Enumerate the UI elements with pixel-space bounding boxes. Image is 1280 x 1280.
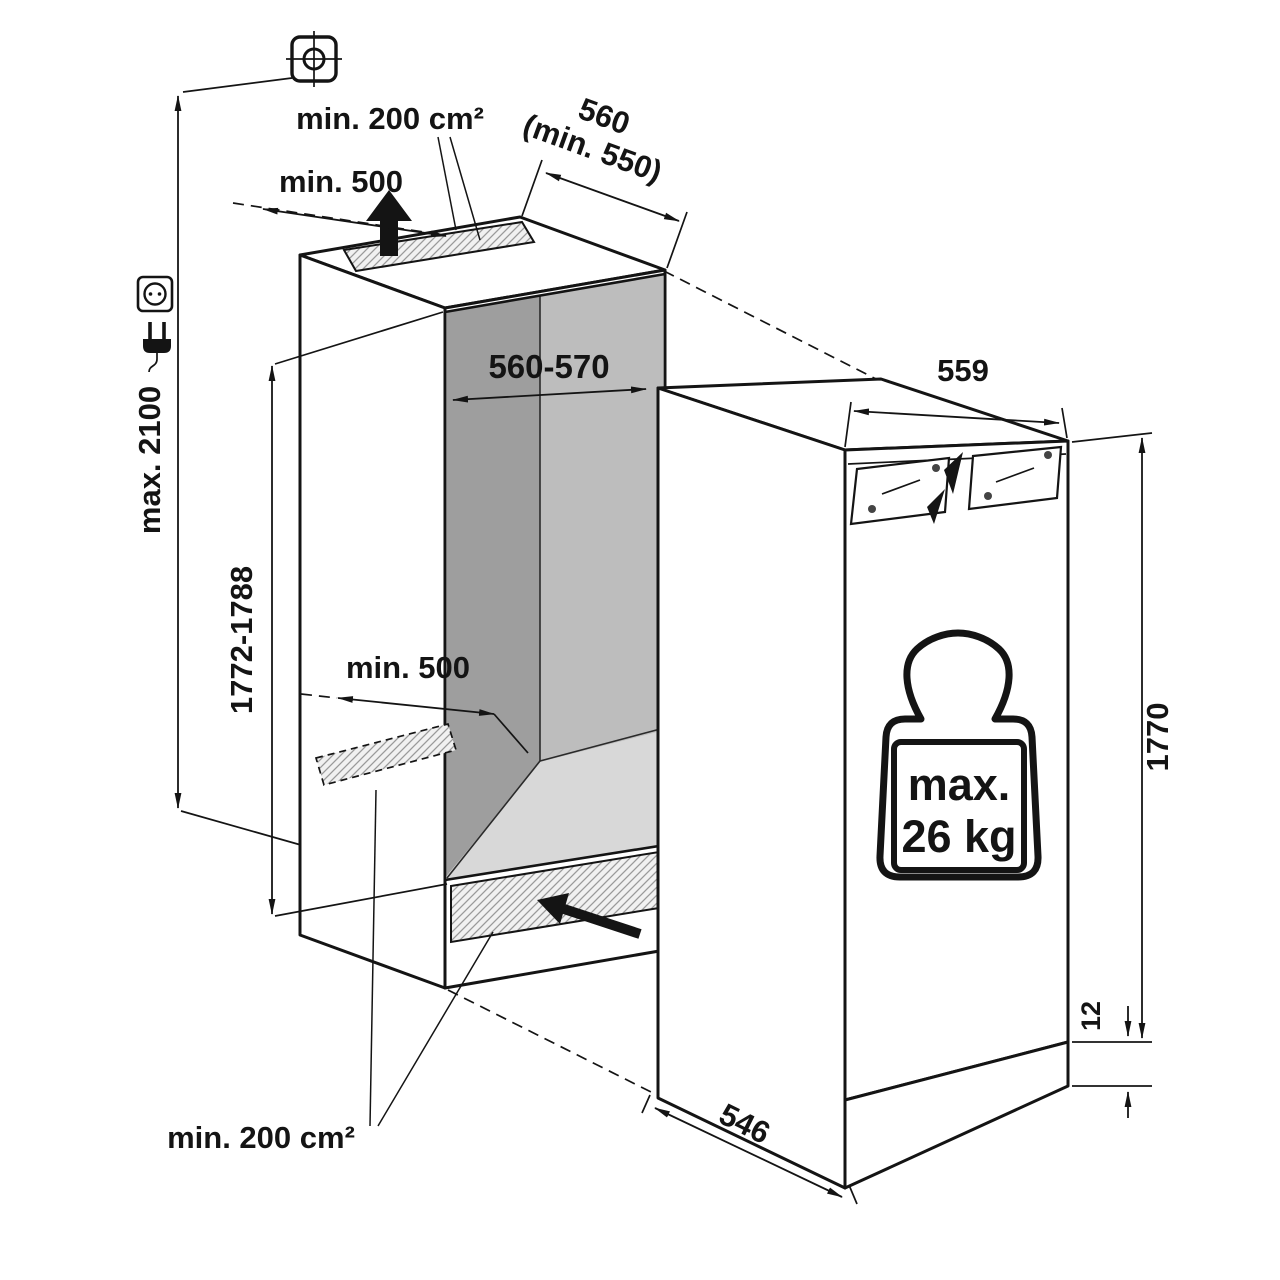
appliance-height-label: 1770 — [1140, 703, 1175, 772]
top-ventilation-grille — [342, 220, 536, 273]
depth-top-label: 560 (min. 550) — [519, 91, 667, 189]
niche-width-label: 560-570 — [488, 348, 609, 385]
power-socket-icon — [136, 275, 174, 313]
ceiling-height-label: max. 2100 — [132, 386, 167, 534]
power-plug-icon — [143, 322, 171, 373]
weight-label-line2: 26 kg — [901, 811, 1016, 862]
weight-label-line1: max. — [908, 759, 1011, 810]
appliance-depth-dimension-line — [654, 1107, 843, 1198]
base-gap-label: 12 — [1076, 1001, 1106, 1031]
niche — [298, 215, 667, 990]
clearance-bottom-dimension-line — [337, 696, 495, 716]
appliance-plinth — [843, 1040, 1070, 1190]
interior-floor — [445, 726, 665, 880]
projection-line-bottom — [447, 989, 656, 1095]
appliance: max. 26 kg — [656, 377, 1070, 1190]
niche-width-dimension-line — [452, 386, 647, 403]
vent-bottom-label: min. 200 cm² — [167, 1120, 355, 1155]
projection-line-insertion — [663, 270, 877, 380]
clearance-bottom-label: min. 500 — [346, 650, 470, 685]
door-top-hinge-covers — [849, 445, 1063, 526]
floor-extension-line — [180, 810, 309, 848]
airflow-intake-arrow-icon — [537, 893, 642, 939]
niche-height-label: 1772-1788 — [224, 566, 259, 714]
clearance-top-label: min. 500 — [279, 164, 403, 199]
appliance-width-dimension-line — [853, 408, 1060, 426]
screw-fixing-icon — [286, 31, 342, 87]
hidden-ventilation-grille — [314, 722, 458, 787]
clearance-top-dimension-line — [262, 207, 447, 238]
interior-back-wall — [540, 274, 665, 765]
appliance-side-face — [656, 386, 847, 1190]
appliance-width-label: 559 — [937, 353, 989, 388]
depth-top-dimension-line — [545, 172, 680, 222]
ceiling-extension-line — [182, 77, 293, 93]
vent-top-label: min. 200 cm² — [296, 101, 484, 136]
niche-interior — [445, 274, 665, 880]
interior-side-wall — [445, 274, 540, 880]
niche-left-face — [298, 253, 447, 990]
max-weight-icon: max. 26 kg — [876, 629, 1042, 881]
